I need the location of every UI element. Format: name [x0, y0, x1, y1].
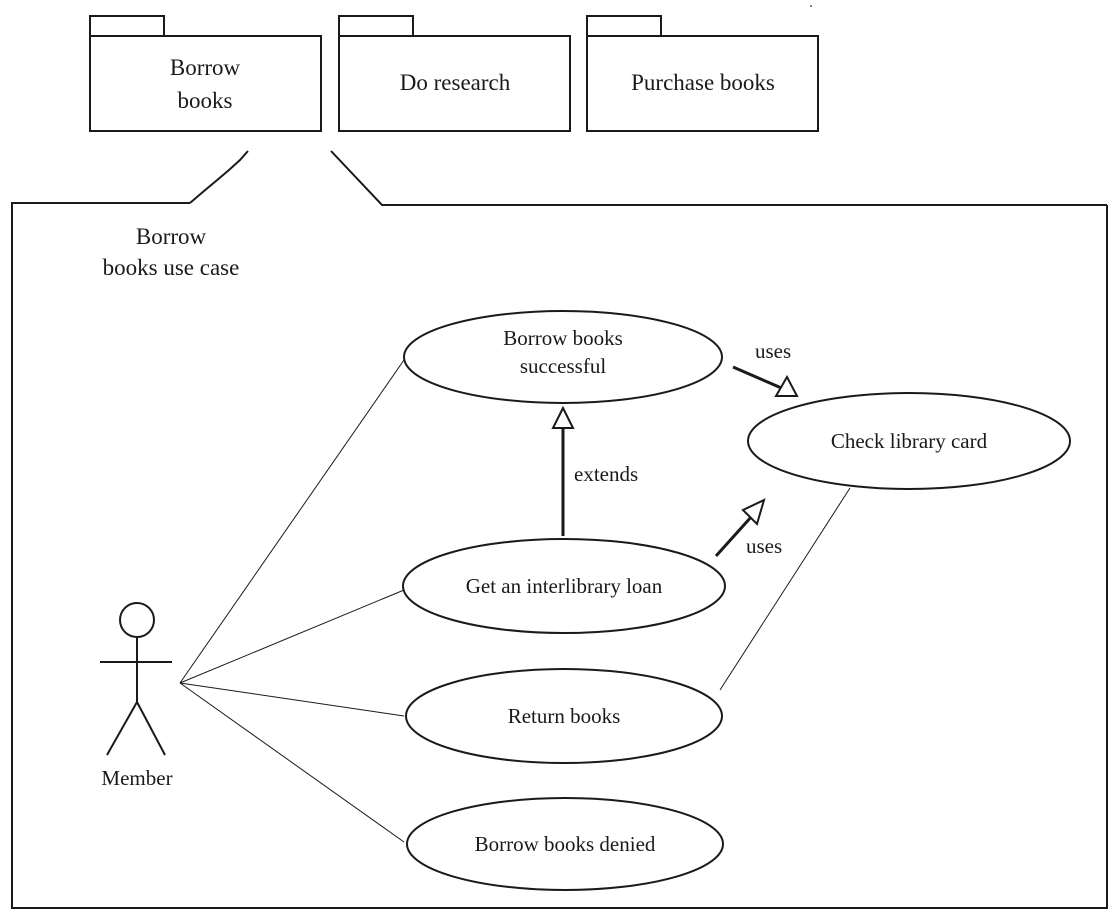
actor-label: Member [101, 766, 172, 790]
use-case-label: Borrow books [503, 326, 623, 350]
extends-relation: extends [551, 405, 638, 536]
uses-arrow-shaft [732, 365, 787, 392]
uses-relation-top: uses [732, 339, 799, 397]
use-case-borrow-books-successful: Borrow books successful [403, 310, 723, 404]
do-research-package: Do research [338, 15, 571, 132]
uses-relation-bottom: uses [714, 498, 782, 558]
use-case-label: Get an interlibrary loan [466, 574, 663, 598]
use-case-label: Check library card [831, 429, 988, 453]
callout-line-left [189, 150, 249, 204]
use-case-borrow-books-denied: Borrow books denied [406, 797, 724, 891]
relationship-label: uses [746, 534, 782, 558]
callout-line-right [330, 150, 1107, 206]
frame-title-line2: books use case [103, 255, 240, 280]
uses-arrow-shaft [714, 514, 754, 558]
member-actor: Member [100, 602, 173, 790]
use-case-return-books: Return books [405, 668, 723, 764]
use-case-check-library-card: Check library card [747, 392, 1071, 490]
purchase-books-package-title: Purchase books [631, 70, 775, 95]
use-case-label: successful [520, 354, 606, 378]
borrow-books-package: Borrow books [89, 15, 322, 132]
do-research-package-title: Do research [400, 70, 511, 95]
actor-head [119, 602, 155, 638]
borrow-books-package-title-line1: Borrow [170, 55, 241, 80]
relationship-label: uses [755, 339, 791, 363]
generalization-arrowhead-icon [774, 374, 799, 397]
purchase-books-package: Purchase books [586, 15, 819, 132]
actor-associations [179, 359, 851, 843]
relationship-label: extends [574, 462, 638, 486]
generalization-arrowhead-icon [741, 498, 766, 526]
borrow-books-package-title-line2: books [178, 88, 233, 113]
use-case-label: Return books [508, 704, 621, 728]
scan-speck [810, 5, 812, 7]
use-case-frame [11, 202, 1108, 909]
use-case-label: Borrow books denied [475, 832, 656, 856]
use-case-get-interlibrary-loan: Get an interlibrary loan [402, 538, 726, 634]
frame-title-line1: Borrow [136, 224, 207, 249]
return-books-to-check-card-line [719, 487, 851, 691]
generalization-arrowhead-icon [551, 405, 575, 429]
